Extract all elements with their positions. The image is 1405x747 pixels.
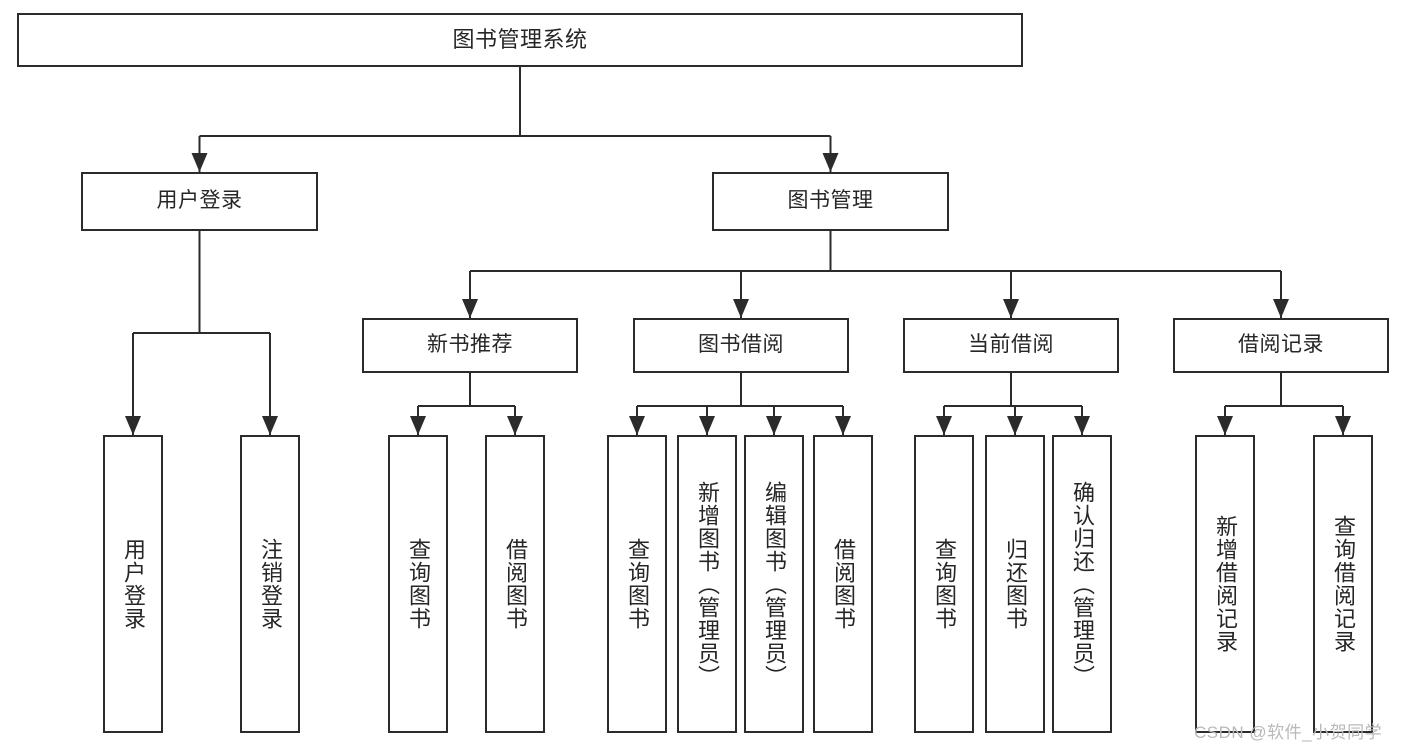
arrowhead-e-current-q (936, 416, 952, 435)
node-leaf-confirm-return[interactable]: 确认归还（管理员） (1052, 435, 1112, 733)
arrowhead-e-record-add (1217, 416, 1233, 435)
node-label-book-borrow: 图书借阅 (698, 333, 784, 357)
arrowhead-e-root-userlogin (191, 153, 208, 172)
node-leaf-add-record[interactable]: 新增借阅记录 (1195, 435, 1255, 733)
node-label-leaf-logout: 注销登录 (258, 538, 283, 630)
node-label-leaf-add-book: 新增图书（管理员） (695, 480, 720, 688)
node-label-leaf-user-login: 用户登录 (121, 538, 146, 630)
node-leaf-borrow-book-1[interactable]: 借阅图书 (485, 435, 545, 733)
node-label-leaf-query-record: 查询借阅记录 (1331, 515, 1356, 653)
node-label-leaf-query-book-2: 查询图书 (625, 538, 650, 630)
node-leaf-return-book[interactable]: 归还图书 (985, 435, 1045, 733)
arrowhead-e-bookmanage-current (1003, 299, 1019, 318)
node-book-borrow[interactable]: 图书借阅 (633, 318, 849, 373)
arrowhead-e-current-r (1007, 416, 1023, 435)
node-leaf-borrow-book-2[interactable]: 借阅图书 (813, 435, 873, 733)
node-label-leaf-return-book: 归还图书 (1003, 538, 1028, 630)
node-leaf-query-book-2[interactable]: 查询图书 (607, 435, 667, 733)
arrowhead-e-current-c (1074, 416, 1090, 435)
arrowhead-e-userlogin-leaf2 (262, 416, 278, 435)
node-label-book-manage: 图书管理 (787, 189, 874, 213)
node-label-leaf-query-book-1: 查询图书 (406, 538, 431, 630)
arrowhead-e-newbook-b (507, 416, 523, 435)
arrowhead-e-borrow-edit (766, 416, 782, 435)
node-current-borrow[interactable]: 当前借阅 (903, 318, 1119, 373)
node-label-new-book-rec: 新书推荐 (427, 333, 513, 357)
node-root[interactable]: 图书管理系统 (17, 13, 1023, 67)
node-label-root: 图书管理系统 (452, 27, 588, 53)
arrowhead-e-bookmanage-newbook (462, 299, 478, 318)
node-leaf-edit-book[interactable]: 编辑图书（管理员） (744, 435, 804, 733)
arrowhead-e-root-bookmanage (822, 153, 839, 172)
arrowhead-e-borrow-q (629, 416, 645, 435)
arrowhead-e-bookmanage-borrow (733, 299, 749, 318)
arrowhead-e-bookmanage-record (1273, 299, 1289, 318)
node-user-login[interactable]: 用户登录 (81, 172, 318, 231)
node-label-leaf-confirm-return: 确认归还（管理员） (1070, 480, 1095, 688)
arrowhead-e-borrow-b (835, 416, 851, 435)
node-book-manage[interactable]: 图书管理 (712, 172, 949, 231)
node-leaf-add-book[interactable]: 新增图书（管理员） (677, 435, 737, 733)
node-borrow-record[interactable]: 借阅记录 (1173, 318, 1389, 373)
node-leaf-query-book-1[interactable]: 查询图书 (388, 435, 448, 733)
arrowhead-e-newbook-q (410, 416, 426, 435)
node-label-user-login: 用户登录 (156, 189, 243, 213)
csdn-watermark: CSDN @软件_小贺同学 (1194, 723, 1383, 742)
node-leaf-query-record[interactable]: 查询借阅记录 (1313, 435, 1373, 733)
node-label-leaf-borrow-book-2: 借阅图书 (831, 538, 856, 630)
node-leaf-logout[interactable]: 注销登录 (240, 435, 300, 733)
arrowhead-e-userlogin-leaf1 (125, 416, 141, 435)
arrowhead-e-borrow-add (699, 416, 715, 435)
node-label-current-borrow: 当前借阅 (968, 333, 1054, 357)
node-leaf-query-book-3[interactable]: 查询图书 (914, 435, 974, 733)
node-label-borrow-record: 借阅记录 (1238, 333, 1324, 357)
node-label-leaf-query-book-3: 查询图书 (932, 538, 957, 630)
node-label-leaf-edit-book: 编辑图书（管理员） (762, 480, 787, 688)
node-leaf-user-login[interactable]: 用户登录 (103, 435, 163, 733)
node-new-book-rec[interactable]: 新书推荐 (362, 318, 578, 373)
node-label-leaf-add-record: 新增借阅记录 (1213, 515, 1238, 653)
node-label-leaf-borrow-book-1: 借阅图书 (503, 538, 528, 630)
arrowhead-e-record-query (1335, 416, 1351, 435)
